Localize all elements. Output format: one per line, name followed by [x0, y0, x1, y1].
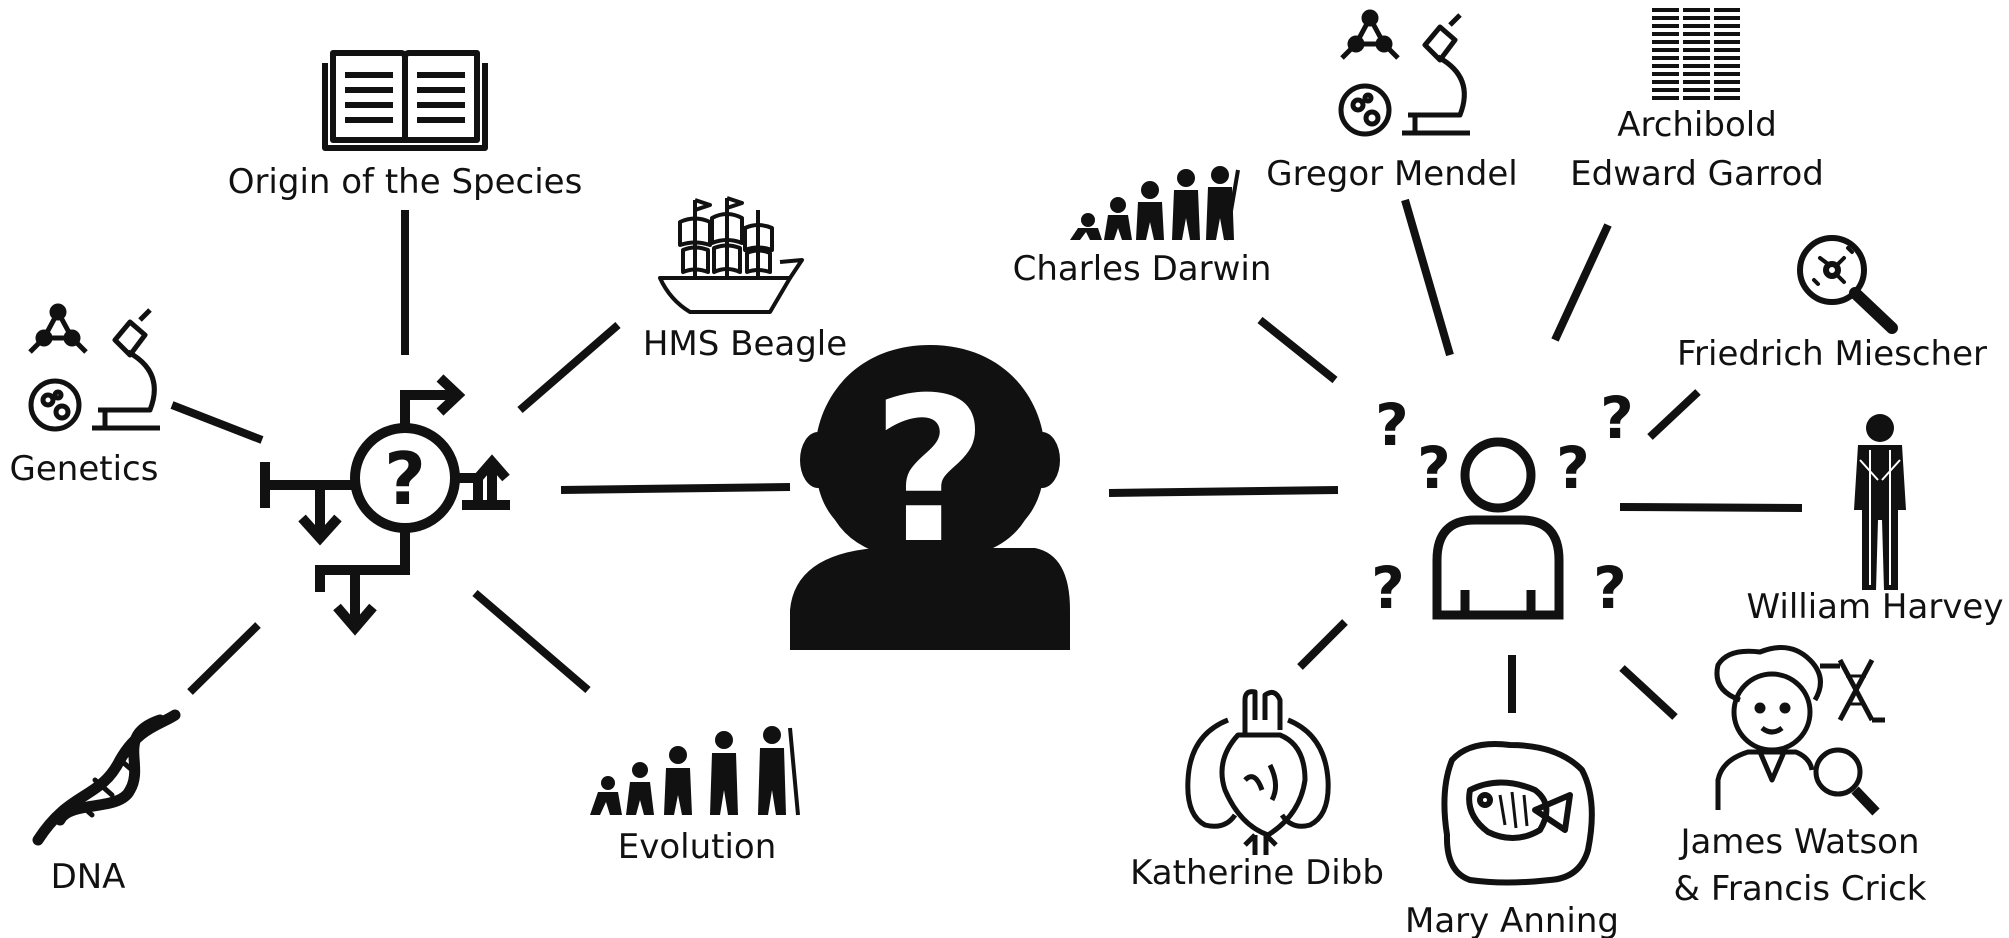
label-watson-crick-line2: & Francis Crick [1674, 869, 1927, 909]
node-hms-beagle: HMS Beagle [643, 196, 847, 364]
label-dna: DNA [51, 857, 126, 897]
label-hms-beagle: HMS Beagle [643, 324, 847, 364]
center-question-mark: ? [872, 355, 988, 588]
label-katherine-dibb: Katherine Dibb [1130, 853, 1384, 893]
connector-right-mendel [1401, 198, 1454, 357]
connector-left-center [560, 483, 791, 494]
microscope-lab-icon [1338, 9, 1470, 137]
connector-left-beagle [517, 321, 621, 414]
connector-left-genetics [170, 401, 264, 444]
question-mark-top-right: ? [1600, 384, 1634, 452]
svg-text:?: ? [384, 437, 426, 521]
node-william-harvey: William Harvey [1747, 414, 2004, 627]
node-archibold-edward-garrod: Archibold Edward Garrod [1570, 8, 1824, 194]
label-genetics: Genetics [10, 449, 159, 489]
fossil-fish-icon [1441, 741, 1595, 886]
sailing-ship-icon [658, 196, 804, 314]
microscope-lab-icon [28, 303, 160, 432]
node-charles-darwin: Charles Darwin [1013, 166, 1272, 289]
label-william-harvey: William Harvey [1747, 587, 2004, 627]
magnifier-cell-icon [1797, 235, 1898, 334]
label-watson-crick-line1: James Watson [1678, 822, 1919, 862]
question-mark-bottom-left: ? [1371, 554, 1405, 622]
label-friedrich-miescher: Friedrich Miescher [1677, 334, 1987, 374]
evolution-icon [1070, 166, 1240, 241]
node-evolution: Evolution [590, 726, 800, 867]
question-arrows-icon: ? [260, 374, 510, 636]
node-origin-of-species: Origin of the Species [228, 50, 583, 202]
question-mark-top-inner-right: ? [1556, 434, 1590, 502]
question-mark-top-inner-left: ? [1417, 434, 1451, 502]
label-garrod-line1: Archibold [1617, 105, 1777, 145]
node-watson-crick: James Watson & Francis Crick [1674, 645, 1927, 909]
dna-helix-icon [32, 709, 181, 846]
connector-right-dibb [1297, 619, 1348, 670]
node-friedrich-miescher: Friedrich Miescher [1677, 235, 1987, 374]
heart-lungs-icon [1185, 689, 1331, 855]
question-mark-top-left: ? [1375, 391, 1409, 459]
connector-right-harvey [1619, 503, 1803, 512]
label-evolution: Evolution [618, 827, 777, 867]
node-dna: DNA [32, 709, 181, 897]
evolution-icon [590, 726, 800, 816]
label-mary-anning: Mary Anning [1405, 901, 1619, 938]
label-charles-darwin: Charles Darwin [1013, 249, 1272, 289]
connector-center-right [1108, 486, 1339, 497]
node-gregor-mendel: Gregor Mendel [1266, 9, 1518, 194]
connector-lines [170, 198, 1803, 720]
unknown-person-silhouette-icon: ? [790, 345, 1070, 650]
node-genetics: Genetics [10, 303, 160, 489]
node-mary-anning: Mary Anning [1405, 741, 1619, 938]
label-gregor-mendel: Gregor Mendel [1266, 154, 1517, 194]
barcode-icon [1652, 8, 1740, 100]
connector-right-watson [1619, 665, 1678, 720]
label-garrod-line2: Edward Garrod [1570, 154, 1824, 194]
node-katherine-dibb: Katherine Dibb [1130, 689, 1384, 893]
connector-left-evolution [472, 589, 591, 694]
question-mark-bottom-right: ? [1593, 554, 1627, 622]
open-book-icon [322, 50, 488, 151]
circulatory-body-icon [1854, 414, 1906, 590]
label-origin-of-species: Origin of the Species [228, 162, 583, 202]
person-with-questions-icon: ? ? ? ? ? ? [1371, 384, 1634, 622]
connector-left-dna [187, 622, 261, 695]
connector-right-garrod [1551, 223, 1612, 342]
connector-right-darwin [1257, 316, 1338, 384]
connector-right-miescher [1647, 389, 1701, 440]
scientist-dna-icon [1714, 645, 1885, 816]
